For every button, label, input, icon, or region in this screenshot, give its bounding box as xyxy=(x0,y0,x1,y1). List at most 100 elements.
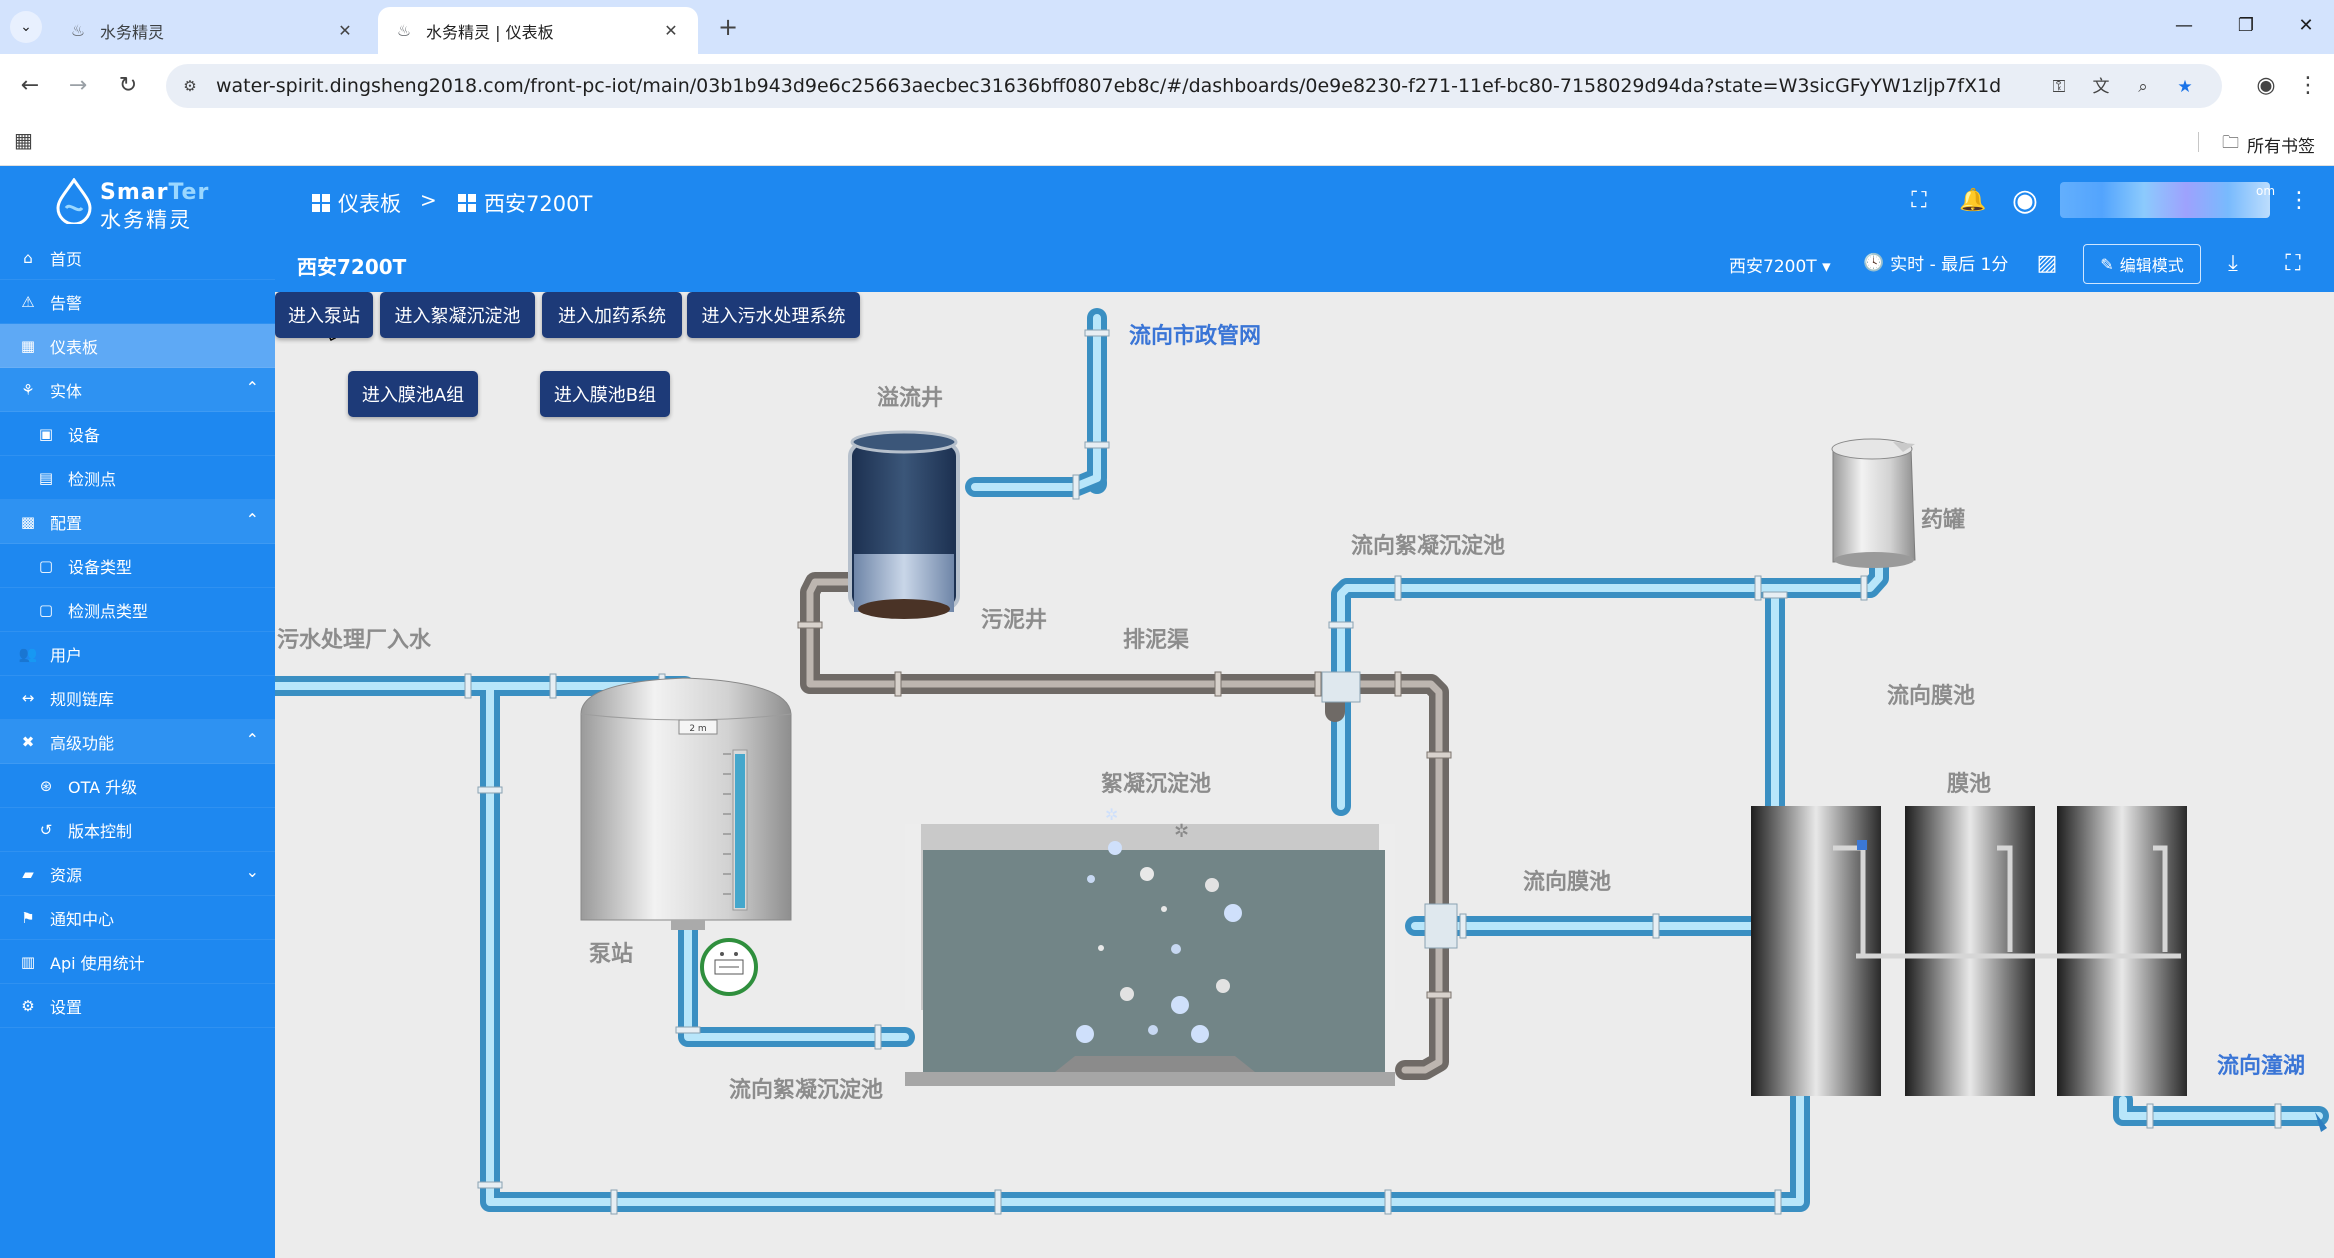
dosing-tank xyxy=(1831,438,1916,568)
sidebar-item-rule-chains[interactable]: ↔规则链库 xyxy=(0,676,275,720)
enter-flocculation-button[interactable]: 进入絮凝沉淀池 xyxy=(380,292,535,338)
zoom-icon[interactable]: ⌕ xyxy=(2138,77,2148,97)
address-bar[interactable]: ⚙ water-spirit.dingsheng2018.com/front-p… xyxy=(166,64,2222,108)
browser-tab-bar: ⌄ ♨ 水务精灵 ✕ ♨ 水务精灵 | 仪表板 ✕ + — ❐ ✕ xyxy=(0,0,2334,54)
pipe-joints xyxy=(464,329,2282,1215)
sidebar-item-users[interactable]: 👥用户 xyxy=(0,632,275,676)
user-menu-more-icon[interactable]: ⋮ xyxy=(2288,188,2310,213)
sidebar-item-api-usage[interactable]: ▥Api 使用统计 xyxy=(0,940,275,984)
chevron-up-icon: ⌃ xyxy=(245,510,259,529)
tab-close-icon[interactable]: ✕ xyxy=(338,21,352,40)
fullscreen-icon[interactable]: ⛶ xyxy=(1911,188,1927,213)
label-to-municipal: 流向市政管网 xyxy=(1129,324,1262,349)
timewindow-button[interactable]: 🕓实时 - 最后 1分 xyxy=(1863,252,2009,276)
profile-icon: ▩ xyxy=(20,512,36,531)
sidebar-item-notification-center[interactable]: ⚑通知中心 xyxy=(0,896,275,940)
dashboard-icon: ▦ xyxy=(20,336,36,355)
password-key-icon[interactable]: ⚿ xyxy=(2052,77,2066,97)
download-icon[interactable]: ⤓ xyxy=(2228,251,2238,276)
entities-icon: ⚘ xyxy=(21,380,35,399)
api-stats-icon: ▥ xyxy=(20,952,36,971)
svg-text:✲: ✲ xyxy=(1174,821,1189,842)
dashboard-icon xyxy=(458,194,476,212)
tab-title: 水务精灵 xyxy=(100,22,165,42)
label-to-floc-top: 流向絮凝沉淀池 xyxy=(1351,534,1506,559)
ota-icon: ⊛ xyxy=(39,776,53,795)
warning-icon: ⚠ xyxy=(21,292,35,311)
dashboard-fullscreen-icon[interactable]: ⛶ xyxy=(2285,251,2301,276)
enter-dosing-system-button[interactable]: 进入加药系统 xyxy=(542,292,682,338)
enter-pump-station-button[interactable]: 进入泵站 xyxy=(275,292,373,338)
account-circle-icon[interactable]: ◉ xyxy=(2011,183,2039,218)
logo-text: SmarTer xyxy=(100,180,210,205)
sidebar-item-home[interactable]: ⌂首页 xyxy=(0,236,275,280)
edit-mode-button[interactable]: ✎编辑模式 xyxy=(2083,244,2201,284)
back-arrow-icon[interactable]: ← xyxy=(20,73,40,98)
process-diagram: 2 m xyxy=(275,308,2329,1215)
browser-menu-icon[interactable]: ⋮ xyxy=(2297,73,2319,98)
notification-bell-icon[interactable]: 🔔 xyxy=(1959,188,1987,213)
apps-grid-icon[interactable]: ▦ xyxy=(14,128,33,152)
folder-icon: 🗀 xyxy=(2222,133,2239,153)
sidebar-item-devices[interactable]: ▣设备 xyxy=(0,412,275,456)
outlet-icon xyxy=(2315,1112,2327,1132)
url-text: water-spirit.dingsheng2018.com/front-pc-… xyxy=(216,75,2002,97)
pencil-icon: ✎ xyxy=(2100,254,2114,274)
site-info-icon[interactable]: ⚙ xyxy=(183,77,197,95)
membrane-pool xyxy=(1751,806,2187,1096)
sidebar-item-settings[interactable]: ⚙设置 xyxy=(0,984,275,1028)
translate-icon[interactable]: 文 xyxy=(2092,77,2110,97)
sidebar-item-alarms[interactable]: ⚠告警 xyxy=(0,280,275,324)
forward-arrow-icon[interactable]: → xyxy=(68,73,88,98)
window-close-icon[interactable]: ✕ xyxy=(2298,15,2314,36)
sidebar-item-advanced[interactable]: ✖高级功能⌃ xyxy=(0,720,275,764)
dashboard-icon xyxy=(312,194,330,212)
enter-sewage-system-button[interactable]: 进入污水处理系统 xyxy=(687,292,860,338)
enter-membrane-a-button[interactable]: 进入膜池A组 xyxy=(348,371,478,417)
enter-membrane-b-button[interactable]: 进入膜池B组 xyxy=(540,371,670,417)
label-overflow-well: 溢流井 xyxy=(877,386,944,411)
reload-icon[interactable]: ↻ xyxy=(118,73,138,98)
breadcrumb-dashboards[interactable]: 仪表板 xyxy=(312,188,401,218)
tee-junction xyxy=(1424,903,1458,949)
browser-tab-2[interactable]: ♨ 水务精灵 | 仪表板 ✕ xyxy=(378,7,698,54)
app-logo[interactable]: SmarTer 水务精灵 xyxy=(52,174,208,232)
sidebar-item-version-control[interactable]: ↺版本控制 xyxy=(0,808,275,852)
sidebar-item-device-profiles[interactable]: ▢设备类型 xyxy=(0,544,275,588)
user-info-blurred[interactable] xyxy=(2060,182,2270,218)
users-icon: 👥 xyxy=(18,644,38,663)
dashboard-state-select[interactable]: 西安7200T ▾ xyxy=(1729,257,1831,277)
browser-tab-1[interactable]: ♨ 水务精灵 ✕ xyxy=(52,7,372,54)
notification-center-icon: ⚑ xyxy=(21,908,35,927)
home-icon: ⌂ xyxy=(23,248,33,267)
tab-close-icon[interactable]: ✕ xyxy=(664,21,678,40)
sidebar-item-ota[interactable]: ⊛OTA 升级 xyxy=(0,764,275,808)
label-inflow: 污水处理厂入水 xyxy=(277,628,432,653)
label-membrane-pool: 膜池 xyxy=(1947,772,1992,797)
clean-water-pipes xyxy=(275,308,2329,1212)
svg-text:✲: ✲ xyxy=(1105,805,1118,824)
minimize-icon[interactable]: — xyxy=(2175,15,2193,36)
new-tab-plus-icon[interactable]: + xyxy=(717,13,739,41)
tab-search-icon[interactable]: ⌄ xyxy=(10,11,42,43)
water-drop-logo-icon xyxy=(56,178,92,224)
label-dosing-tank: 药罐 xyxy=(1921,508,1966,533)
dashboard-title: 西安7200T xyxy=(297,255,407,279)
restore-icon[interactable]: ❐ xyxy=(2237,15,2255,36)
sidebar-item-profiles[interactable]: ▩配置⌃ xyxy=(0,500,275,544)
profile-icon[interactable]: ◉ xyxy=(2256,73,2276,98)
cross-junction xyxy=(1321,671,1361,703)
bookmark-star-icon[interactable]: ★ xyxy=(2177,77,2193,97)
sidebar-item-resources[interactable]: ▰资源⌄ xyxy=(0,852,275,896)
dashboard-toolbar: 西安7200T 西安7200T ▾ 🕓实时 - 最后 1分 ▨ ✎编辑模式 ⤓ … xyxy=(275,236,2334,292)
sidebar-item-entities[interactable]: ⚘实体⌃ xyxy=(0,368,275,412)
sidebar-item-asset-profiles[interactable]: ▢检测点类型 xyxy=(0,588,275,632)
sidebar-item-assets[interactable]: ▤检测点 xyxy=(0,456,275,500)
tab-title: 水务精灵 | 仪表板 xyxy=(426,22,554,42)
overflow-well-tank xyxy=(848,430,960,619)
device-icon: ▣ xyxy=(38,424,54,443)
image-export-icon[interactable]: ▨ xyxy=(2036,251,2058,276)
sidebar-item-dashboards[interactable]: ▦仪表板 xyxy=(0,324,275,368)
chevron-up-icon: ⌃ xyxy=(245,730,259,749)
all-bookmarks-button[interactable]: 🗀 所有书签 xyxy=(2222,130,2315,159)
